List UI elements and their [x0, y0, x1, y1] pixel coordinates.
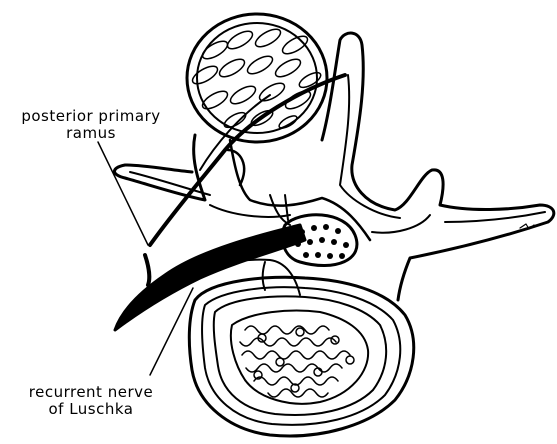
recurrent-nerve-label: recurrent nerve of Luschka	[6, 384, 176, 418]
posterior-primary-ramus	[150, 75, 345, 245]
spinous-process	[322, 33, 554, 300]
leader-line-posterior-ramus	[98, 142, 148, 245]
vertebral-body	[189, 277, 413, 436]
posterior-primary-ramus-label: posterior primary ramus	[6, 108, 176, 142]
label-line: of Luschka	[6, 401, 176, 418]
label-line: recurrent nerve	[6, 384, 176, 401]
label-line: posterior primary	[6, 108, 176, 125]
label-line: ramus	[6, 125, 176, 142]
